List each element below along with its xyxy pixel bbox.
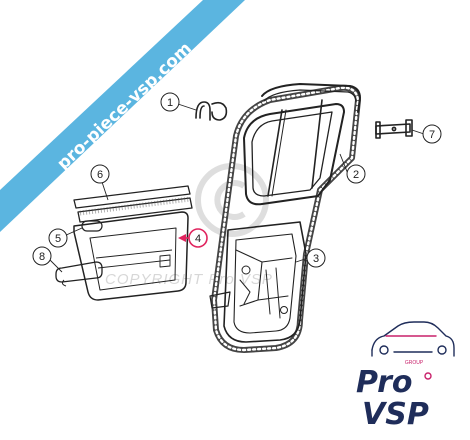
panel-body (73, 211, 189, 301)
logo-accent-dot (424, 372, 432, 380)
callout-8: 8 (32, 246, 52, 266)
door-handle-shape (81, 220, 103, 232)
car-icon (371, 321, 455, 357)
door-frame-assembly (209, 83, 361, 353)
callout-7-number: 7 (429, 129, 435, 141)
callout-5: 5 (48, 228, 68, 248)
callout-5-number: 5 (55, 233, 61, 245)
top-seal-rail (261, 83, 361, 113)
callout-1-number: 1 (167, 97, 173, 109)
callout-2-number: 2 (353, 169, 359, 181)
callout-3-number: 3 (313, 253, 319, 265)
window-frame (243, 103, 345, 206)
window-strip (73, 185, 191, 209)
callout-6: 6 (90, 164, 110, 184)
door-panel-trim (55, 185, 193, 301)
copyright-watermark: COPYRIGHT Pro VSP (105, 163, 272, 288)
pro-vsp-logo: GROUP Pro VSP (356, 321, 455, 432)
hinge-bracket-part (375, 119, 413, 139)
callout-7: 7 (422, 124, 442, 144)
callout-4-number: 4 (195, 233, 201, 245)
pull-handle-shape (55, 261, 103, 283)
callout-6-number: 6 (97, 169, 103, 181)
logo-group-label: GROUP (405, 360, 424, 366)
logo-vsp-text: VSP (362, 397, 429, 432)
clip-part (195, 101, 228, 121)
website-banner: pro-piece-vsp.com (0, 0, 245, 232)
callout-2: 2 (346, 164, 366, 184)
lower-door-body (223, 221, 307, 343)
callout-8-number: 8 (39, 251, 45, 263)
callout-4: 4 (188, 228, 208, 248)
logo-pro-text: Pro (356, 365, 412, 400)
callout-3: 3 (306, 248, 326, 268)
leader-lines (49, 103, 425, 273)
callout-1: 1 (160, 92, 180, 112)
